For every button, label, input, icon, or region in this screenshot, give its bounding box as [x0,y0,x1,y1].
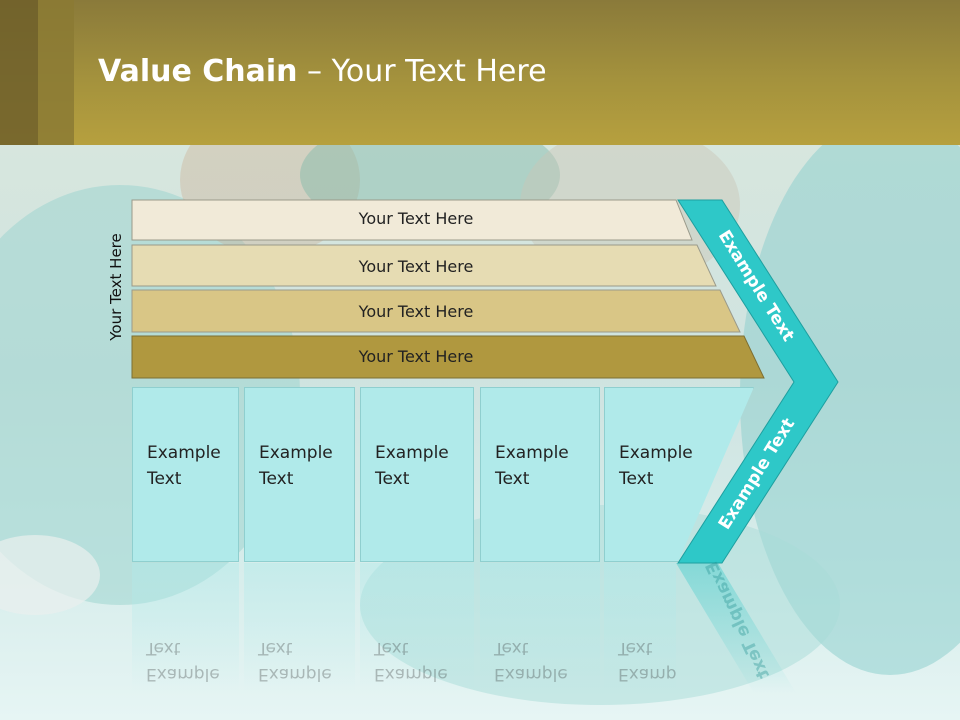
chevron-shape [677,199,839,564]
box-3-line-2: Text [375,469,410,489]
box-4-line-1: Example [495,443,569,463]
box-1-line-2: Text [147,469,182,489]
title-bar: Value Chain – Your Text Here [0,0,960,145]
title-bold: Value Chain [98,54,298,89]
activity-box-3: Example Text [360,387,474,562]
bar-3-shape [131,289,741,333]
box-5-line-1: Example [619,443,693,463]
box-3-line-1: Example [375,443,449,463]
box-5-line-2: Text [619,469,654,489]
box-4-line-2: Text [495,469,530,489]
bar-1-label: Your Text Here [358,209,474,228]
header-accent-mid [38,0,74,145]
bar-1-shape [131,199,693,241]
header-accent-dark [0,0,38,145]
bar-3-label: Your Text Here [358,302,474,321]
bar-2-shape [131,244,717,287]
bar-4-shape [131,335,765,379]
bar-4-label: Your Text Here [358,347,474,366]
box-2-line-2: Text [259,469,294,489]
slide-title: Value Chain – Your Text Here [98,54,547,89]
activity-box-4: Example Text [480,387,600,562]
bar-2-label: Your Text Here [358,257,474,276]
box-2-line-1: Example [259,443,333,463]
activity-box-1: Example Text [132,387,239,562]
chevron-reflection [676,563,796,693]
activity-box-2: Example Text [244,387,355,562]
title-rest: – Your Text Here [297,54,547,89]
box-1-line-1: Example [147,443,221,463]
